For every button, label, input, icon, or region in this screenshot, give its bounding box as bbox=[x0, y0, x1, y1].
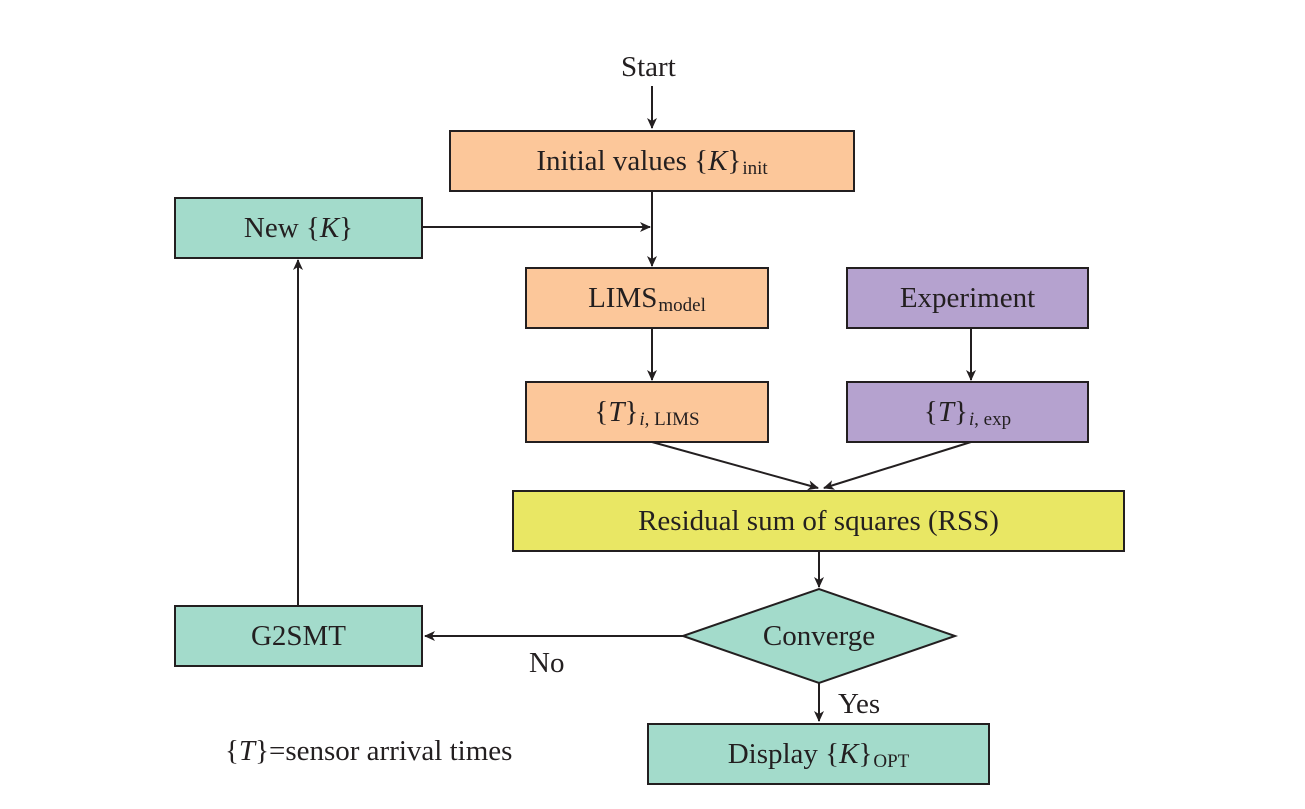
rss-box: Residual sum of squares (RSS) bbox=[512, 490, 1125, 552]
g2smt-box: G2SMT bbox=[174, 605, 423, 667]
arrow-t-lims-to-rss bbox=[651, 441, 819, 491]
new-k-box: New {K} bbox=[174, 197, 423, 259]
yes-edge-label: Yes bbox=[838, 688, 881, 720]
legend-note: {T}=sensor arrival times bbox=[225, 735, 513, 767]
display-k-opt-box: Display {K}OPT bbox=[647, 723, 990, 785]
experiment-box: Experiment bbox=[846, 267, 1089, 329]
t-exp-box: {T}i, exp bbox=[846, 381, 1089, 443]
start-label: Start bbox=[621, 51, 676, 83]
converge-decision-diamond bbox=[679, 587, 959, 685]
converge-label: Converge bbox=[762, 619, 876, 652]
t-lims-box: {T}i, LIMS bbox=[525, 381, 769, 443]
initial-values-box: Initial values {K}init bbox=[449, 130, 855, 192]
no-edge-label: No bbox=[529, 647, 565, 679]
arrow-t-exp-to-rss bbox=[823, 441, 972, 490]
